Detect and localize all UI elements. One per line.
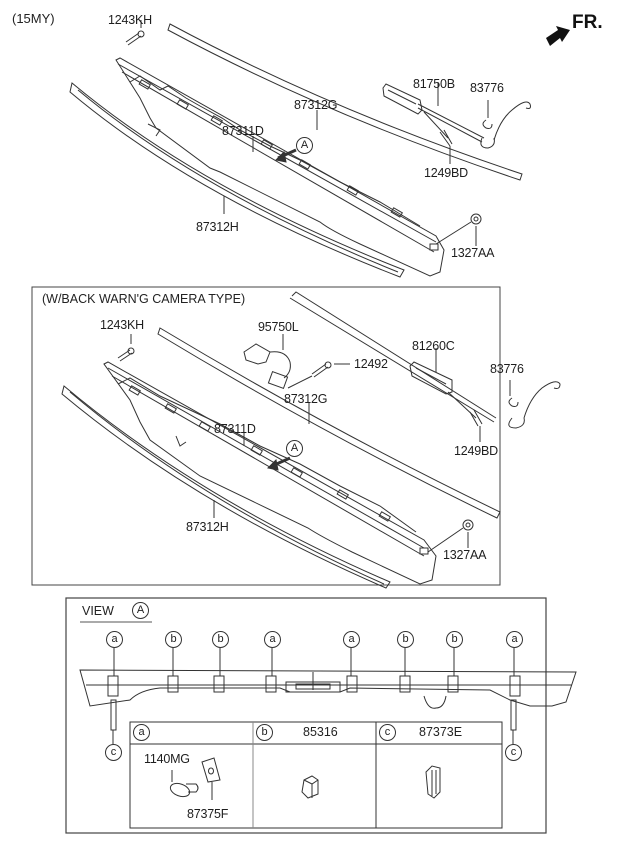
part-label-87311d-camera[interactable]: 87311D <box>214 422 256 436</box>
callout-a[interactable]: a <box>264 631 281 648</box>
part-label-87375f[interactable]: 87375F <box>187 807 229 821</box>
part-label-1327aa-camera[interactable]: 1327AA <box>443 548 487 562</box>
callout-c[interactable]: c <box>505 744 522 761</box>
part-label-87312h-camera[interactable]: 87312H <box>186 520 229 534</box>
part-label-85316[interactable]: 85316 <box>303 725 338 739</box>
part-label-1243kh-camera[interactable]: 1243KH <box>100 318 144 332</box>
callout-a[interactable]: a <box>343 631 360 648</box>
view-title-text: VIEW <box>82 604 114 618</box>
view-a-marker: A <box>296 137 313 154</box>
part-label-87312g[interactable]: 87312G <box>294 98 338 112</box>
part-label-1249bd-camera[interactable]: 1249BD <box>454 444 498 458</box>
callout-b[interactable]: b <box>165 631 182 648</box>
legend-key-c: c <box>379 724 396 741</box>
part-label-12492[interactable]: 12492 <box>354 357 388 371</box>
part-label-1249bd[interactable]: 1249BD <box>424 166 468 180</box>
callout-a[interactable]: a <box>106 631 123 648</box>
legend-key-b: b <box>256 724 273 741</box>
view-a-marker-camera: A <box>286 440 303 457</box>
part-label-1327aa[interactable]: 1327AA <box>451 246 495 260</box>
view-a-title: VIEW <box>82 604 114 618</box>
molding-87312g <box>167 23 523 181</box>
callout-a[interactable]: a <box>506 631 523 648</box>
part-label-87312h[interactable]: 87312H <box>196 220 239 234</box>
part-label-83776-camera[interactable]: 83776 <box>490 362 524 376</box>
part-label-83776[interactable]: 83776 <box>470 81 504 95</box>
part-label-95750l[interactable]: 95750L <box>258 320 299 334</box>
view-a-title-marker: A <box>132 602 149 619</box>
legend-key-a: a <box>133 724 150 741</box>
front-indicator: FR. <box>572 12 603 33</box>
camera-type-panel-title: (W/BACK WARN'G CAMERA TYPE) <box>42 292 246 306</box>
model-year-label: (15MY) <box>12 11 55 26</box>
part-label-87373e[interactable]: 87373E <box>419 725 463 739</box>
callout-c[interactable]: c <box>105 744 122 761</box>
callout-b[interactable]: b <box>212 631 229 648</box>
callout-b[interactable]: b <box>446 631 463 648</box>
part-label-87311d[interactable]: 87311D <box>222 124 264 138</box>
clips <box>107 675 521 697</box>
part-label-1140mg[interactable]: 1140MG <box>144 752 190 766</box>
part-label-81260c[interactable]: 81260C <box>412 339 455 353</box>
part-label-87312g-camera[interactable]: 87312G <box>284 392 328 406</box>
molding-87312h <box>69 82 405 278</box>
garnish-87311d <box>115 57 445 277</box>
part-label-1243kh[interactable]: 1243KH <box>108 13 152 27</box>
part-label-81750b[interactable]: 81750B <box>413 77 455 91</box>
callout-b[interactable]: b <box>397 631 414 648</box>
